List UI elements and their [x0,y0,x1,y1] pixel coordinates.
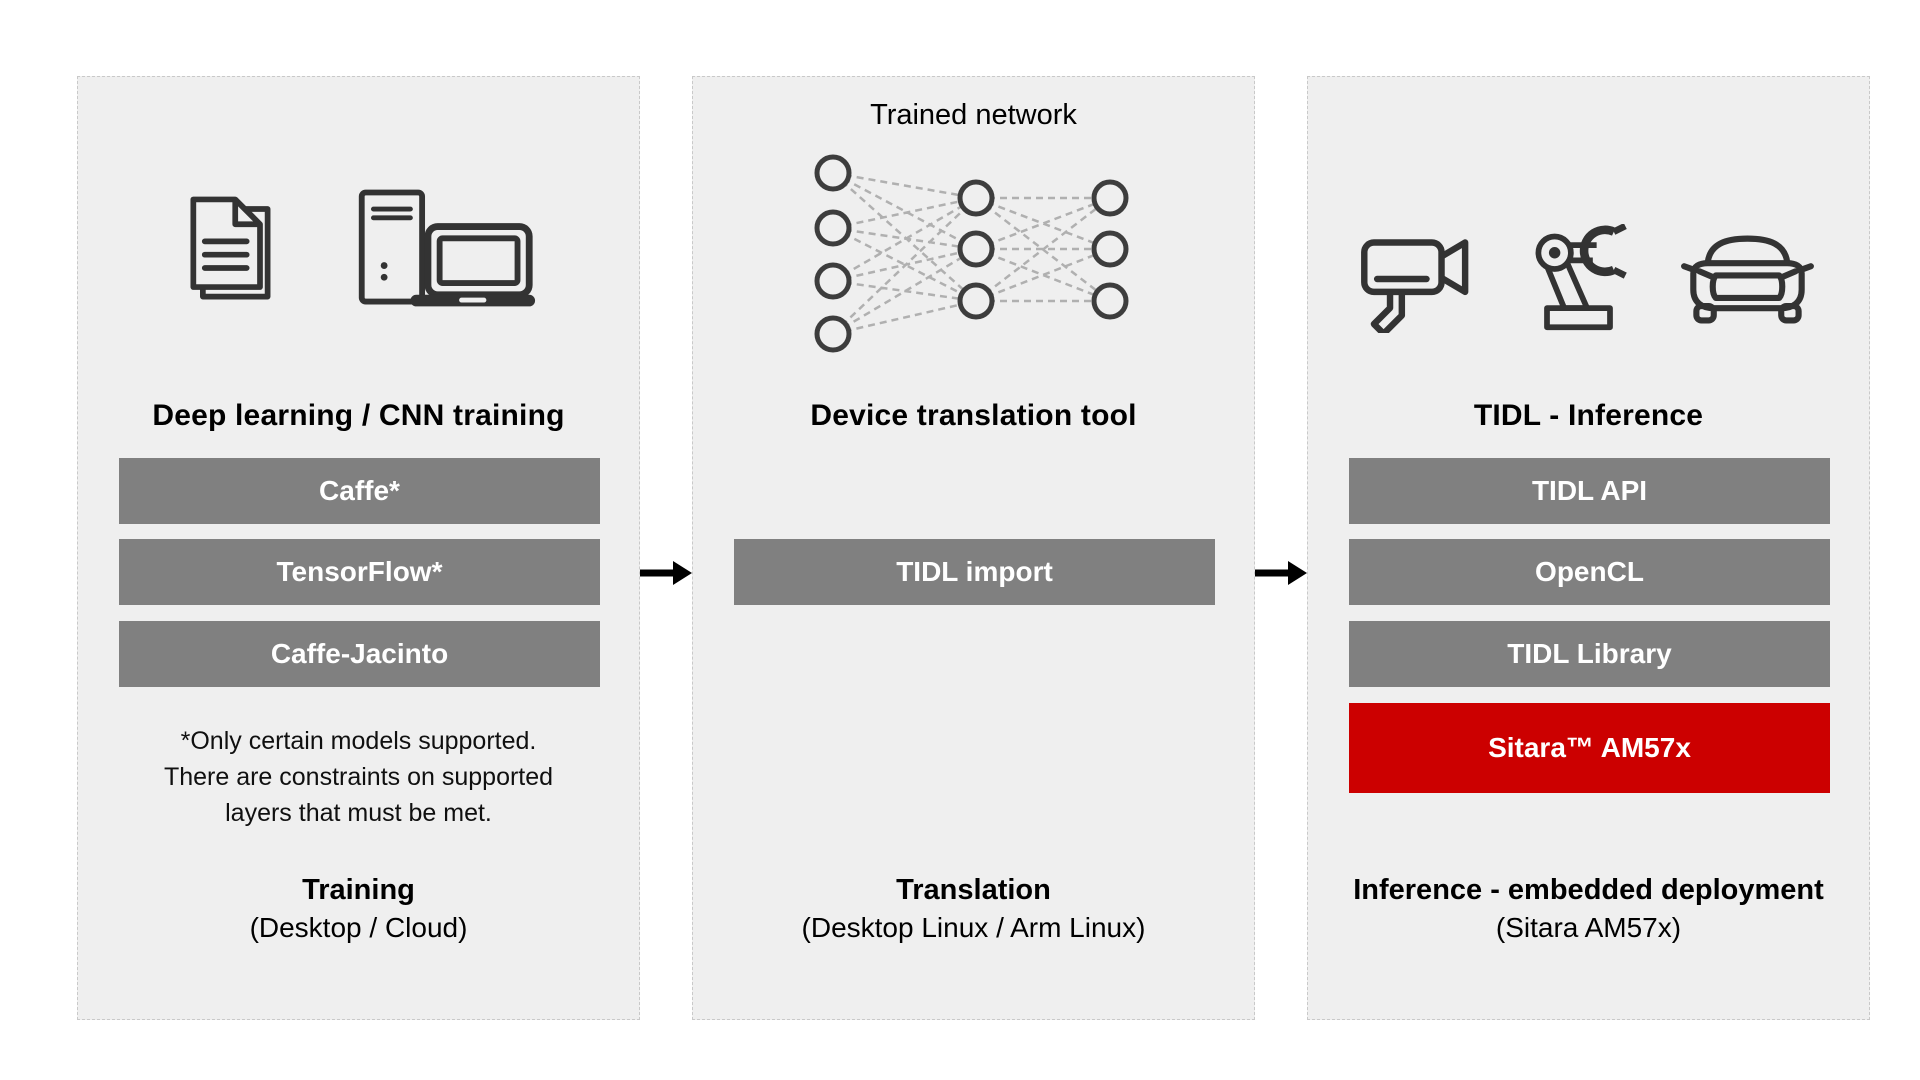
training-footer-sub: (Desktop / Cloud) [249,912,468,943]
translation-panel: Trained network Device translation tool … [692,76,1255,1020]
translation-footer-title: Translation [896,874,1051,906]
translation-heading: Device translation tool [810,399,1137,432]
translation-footer: Translation (Desktop Linux / Arm Linux) [693,872,1254,948]
models-footnote: *Only certain models supported. There ar… [78,723,639,831]
training-footer-title: Training [302,874,415,906]
flow-arrow-icon [640,559,692,587]
footnote-line: There are constraints on supported [163,763,554,791]
caffe-jacinto-button: Caffe-Jacinto [119,621,600,687]
training-heading: Deep learning / CNN training [152,399,565,432]
documents-icon [180,182,280,320]
tidl-api-button: TIDL API [1349,458,1830,524]
translation-footer-sub: (Desktop Linux / Arm Linux) [801,912,1146,943]
caffe-button: Caffe* [119,458,600,524]
inference-panel: TIDL - Inference TIDL API OpenCL TIDL Li… [1307,76,1870,1020]
desktop-computer-icon [352,186,537,316]
inference-footer: Inference - embedded deployment (Sitara … [1308,872,1869,948]
car-icon [1679,230,1817,333]
inference-heading: TIDL - Inference [1473,399,1704,432]
neural-network-icon [693,135,1256,380]
security-camera-icon [1360,225,1478,338]
sitara-am57x-button: Sitara™ AM57x [1349,703,1830,793]
footnote-line: *Only certain models supported. [180,727,537,755]
footnote-line: layers that must be met. [225,799,492,827]
inference-icons-row [1308,211,1869,351]
training-panel: Deep learning / CNN training Caffe* Tens… [77,76,640,1020]
tidl-library-button: TIDL Library [1349,621,1830,687]
inference-footer-title: Inference - embedded deployment [1353,874,1824,906]
tensorflow-button: TensorFlow* [119,539,600,605]
flow-arrow-icon [1255,559,1307,587]
training-icons-row [78,181,639,321]
training-footer: Training (Desktop / Cloud) [78,872,639,948]
inference-footer-sub: (Sitara AM57x) [1495,912,1682,943]
opencl-button: OpenCL [1349,539,1830,605]
trained-network-title: Trained network [870,99,1077,131]
tidl-import-button: TIDL import [734,539,1215,605]
robot-arm-icon [1526,222,1631,339]
